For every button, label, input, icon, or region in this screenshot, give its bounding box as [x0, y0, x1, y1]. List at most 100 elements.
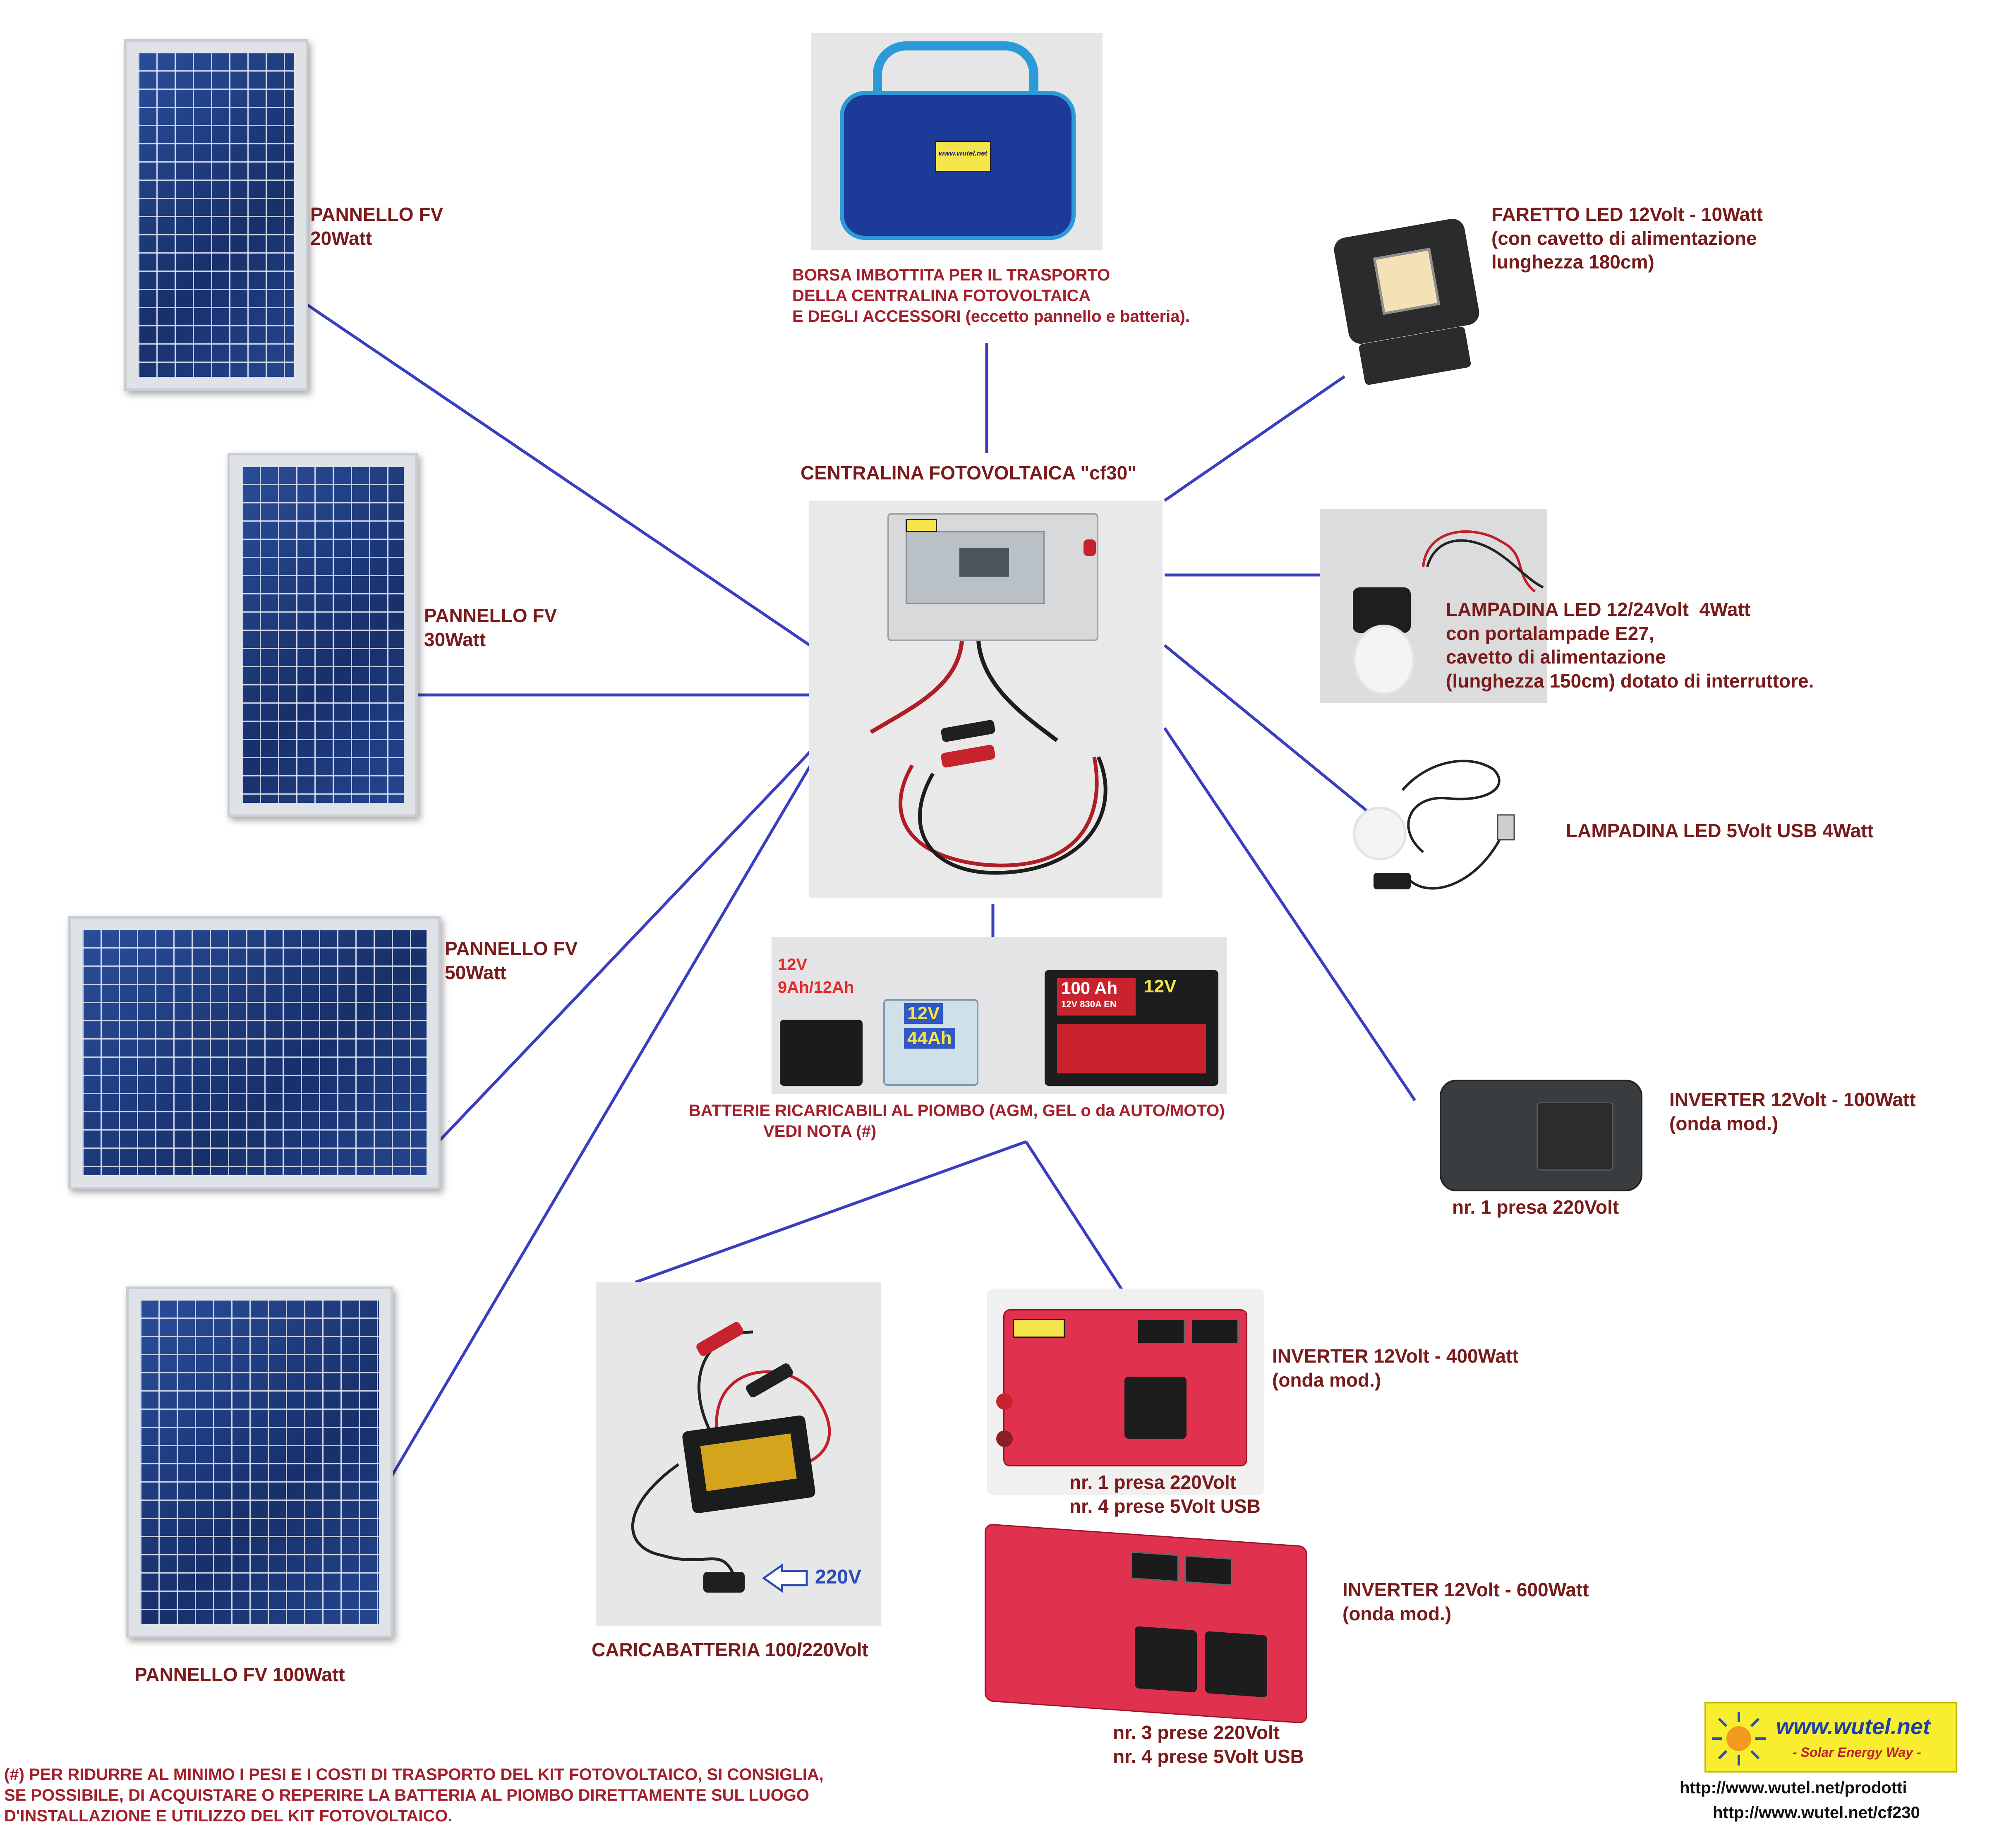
bag-label: BORSA IMBOTTITA PER IL TRASPORTO DELLA C… [792, 265, 1190, 327]
flood-line2: (con cavetto di alimentazione [1491, 227, 1757, 249]
panel-50w-line2: 50Watt [445, 961, 507, 983]
link-panel-20w [305, 303, 814, 649]
panel-50w-line1: PANNELLO FV [445, 938, 578, 959]
bulb5-row: LAMPADINA LED 5Volt USB 4Watt [1566, 819, 1874, 843]
wutel-logo: www.wutel.net - Solar Energy Way - [1704, 1702, 1957, 1773]
inverter-600w-photo [985, 1523, 1324, 1724]
arrow-icon [762, 1564, 808, 1593]
bag-line2: DELLA CENTRALINA FOTOVOLTAICA [792, 287, 1091, 305]
link-flood [1164, 375, 1345, 502]
inverter-600w-line1: INVERTER 12Volt - 600Watt [1342, 1579, 1589, 1600]
battery-photo: 12V 9Ah/12Ah 12V 44Ah 100 Ah 12V 830A EN… [772, 937, 1227, 1094]
battery-mid-volt: 12V [904, 1003, 943, 1024]
charger-label: CARICABATTERIA 100/220Volt [592, 1639, 868, 1660]
battery-car-volt: 12V [1144, 976, 1177, 997]
battery-label: BATTERIE RICARICABILI AL PIOMBO (AGM, GE… [689, 1100, 1225, 1142]
battery-car-sub: 12V 830A EN [1061, 999, 1117, 1009]
inverter-400w-notes: nr. 1 presa 220Volt nr. 4 prese 5Volt US… [1069, 1471, 1261, 1518]
footnote-line2: SE POSSIBILE, DI ACQUISTARE O REPERIRE L… [4, 1786, 810, 1804]
footnote: (#) PER RIDURRE AL MINIMO I PESI E I COS… [4, 1764, 824, 1823]
inverter-100w-line2: (onda mod.) [1669, 1112, 1779, 1134]
logo-site: www.wutel.net [1776, 1714, 1931, 1739]
solar-panel-100w [126, 1286, 393, 1638]
panel-20w-label: PANNELLO FV 20Watt [310, 203, 443, 250]
inverter-400w-label: INVERTER 12Volt - 400Watt (onda mod.) [1272, 1344, 1519, 1392]
inverter-600w-note2: nr. 4 prese 5Volt USB [1113, 1745, 1304, 1767]
inverter-400w-note2: nr. 4 prese 5Volt USB [1069, 1495, 1261, 1517]
footnote-line3: D'INSTALLAZIONE E UTILIZZO DEL KIT FOTOV… [4, 1807, 453, 1823]
flood-label: FARETTO LED 12Volt - 10Watt (con cavetto… [1491, 203, 1763, 274]
solar-panel-50w [68, 916, 441, 1189]
inverter-400w-note1: nr. 1 presa 220Volt [1069, 1471, 1237, 1493]
link-panel-50w [437, 747, 814, 1143]
bulb5-title: LAMPADINA LED 5Volt USB [1566, 820, 1817, 841]
panel-20w-line1: PANNELLO FV [310, 204, 443, 225]
bulb5-photo [1345, 745, 1518, 918]
bag-body [840, 91, 1076, 240]
battery-small [780, 1020, 863, 1086]
url-prodotti[interactable]: http://www.wutel.net/prodotti [1680, 1779, 1907, 1797]
link-panel-100w [387, 760, 815, 1482]
bulb24-photo [1320, 509, 1547, 703]
inverter-600w-label: INVERTER 12Volt - 600Watt (onda mod.) [1342, 1578, 1589, 1626]
flood-photo [1324, 211, 1489, 401]
controller-box [887, 513, 1098, 641]
flood-line3: lunghezza 180cm) [1491, 251, 1654, 273]
panel-50w-label: PANNELLO FV 50Watt [445, 937, 578, 985]
footnote-line1: (#) PER RIDURRE AL MINIMO I PESI E I COS… [4, 1766, 824, 1784]
link-charger [634, 1140, 1027, 1284]
charger-input-label: 220V [815, 1566, 862, 1588]
bulb5-label: LAMPADINA LED 5Volt USB 4Watt [1566, 819, 1874, 843]
battery-car-label: 100 Ah [1061, 978, 1118, 998]
solar-panel-30w [228, 453, 418, 817]
inverter-100w-note: nr. 1 presa 220Volt [1452, 1196, 1619, 1218]
bulb24-watt: 4Watt [1699, 599, 1751, 620]
link-inv400 [1025, 1141, 1127, 1296]
battery-mid-cap: 44Ah [904, 1028, 955, 1049]
bag-photo: www.wutel.net [811, 33, 1103, 250]
panel-100w-label: PANNELLO FV 100Watt [134, 1663, 345, 1687]
controller-photo [809, 501, 1163, 898]
inverter-400w-line1: INVERTER 12Volt - 400Watt [1272, 1345, 1519, 1367]
bulb24-line2: cavetto di alimentazione [1446, 646, 1666, 668]
battery-small-volt: 12V [778, 956, 808, 974]
bulb24-title-row: LAMPADINA LED 12/24Volt 4Watt [1446, 598, 1814, 622]
bulb24-title: LAMPADINA LED 12/24Volt [1446, 599, 1689, 620]
controller-title: CENTRALINA FOTOVOLTAICA "cf30" [801, 462, 1137, 484]
link-inv100 [1163, 727, 1416, 1101]
panel-30w-line2: 30Watt [424, 628, 486, 650]
bulb24-line1: con portalampade E27, [1446, 622, 1654, 644]
charger-box [681, 1415, 816, 1514]
battery-line2: VEDI NOTA (#) [763, 1122, 877, 1140]
battery-line1: BATTERIE RICARICABILI AL PIOMBO (AGM, GE… [689, 1102, 1225, 1120]
inverter-600w-line2: (onda mod.) [1342, 1603, 1452, 1624]
logo-tagline: - Solar Energy Way - [1793, 1745, 1921, 1760]
inverter-600w-note1: nr. 3 prese 220Volt [1113, 1722, 1280, 1743]
bulb5-watt: 4Watt [1822, 820, 1874, 841]
bulb24-line3: (lunghezza 150cm) dotato di interruttore… [1446, 670, 1814, 692]
bag-line1: BORSA IMBOTTITA PER IL TRASPORTO [792, 266, 1110, 284]
link-bulb5 [1163, 644, 1371, 814]
panel-30w-label: PANNELLO FV 30Watt [424, 604, 557, 652]
inverter-400w-line2: (onda mod.) [1272, 1369, 1381, 1391]
sun-icon [1712, 1712, 1766, 1766]
bulb24-label: LAMPADINA LED 12/24Volt 4Watt con portal… [1446, 598, 1814, 693]
inverter-100w-line1: INVERTER 12Volt - 100Watt [1669, 1089, 1916, 1110]
charger-photo: 220V [596, 1282, 881, 1626]
inverter-600w-notes: nr. 3 prese 220Volt nr. 4 prese 5Volt US… [1113, 1721, 1304, 1768]
inverter-100w-label: INVERTER 12Volt - 100Watt (onda mod.) [1669, 1088, 1916, 1135]
panel-100w-line1: PANNELLO FV 100Watt [134, 1664, 345, 1685]
battery-small-cap: 9Ah/12Ah [778, 978, 854, 997]
bag-line3: E DEGLI ACCESSORI (eccetto pannello e ba… [792, 307, 1190, 326]
panel-20w-line2: 20Watt [310, 227, 372, 249]
inverter-100w-photo [1440, 1080, 1642, 1191]
flood-line1: FARETTO LED 12Volt - 10Watt [1491, 204, 1763, 225]
bag-tag: www.wutel.net [935, 141, 991, 172]
panel-30w-line1: PANNELLO FV [424, 605, 557, 626]
bag-tag-text: www.wutel.net [939, 149, 988, 157]
solar-panel-20w [124, 39, 308, 391]
url-cf230[interactable]: http://www.wutel.net/cf230 [1713, 1804, 1920, 1822]
inverter-400w-photo [987, 1289, 1264, 1495]
